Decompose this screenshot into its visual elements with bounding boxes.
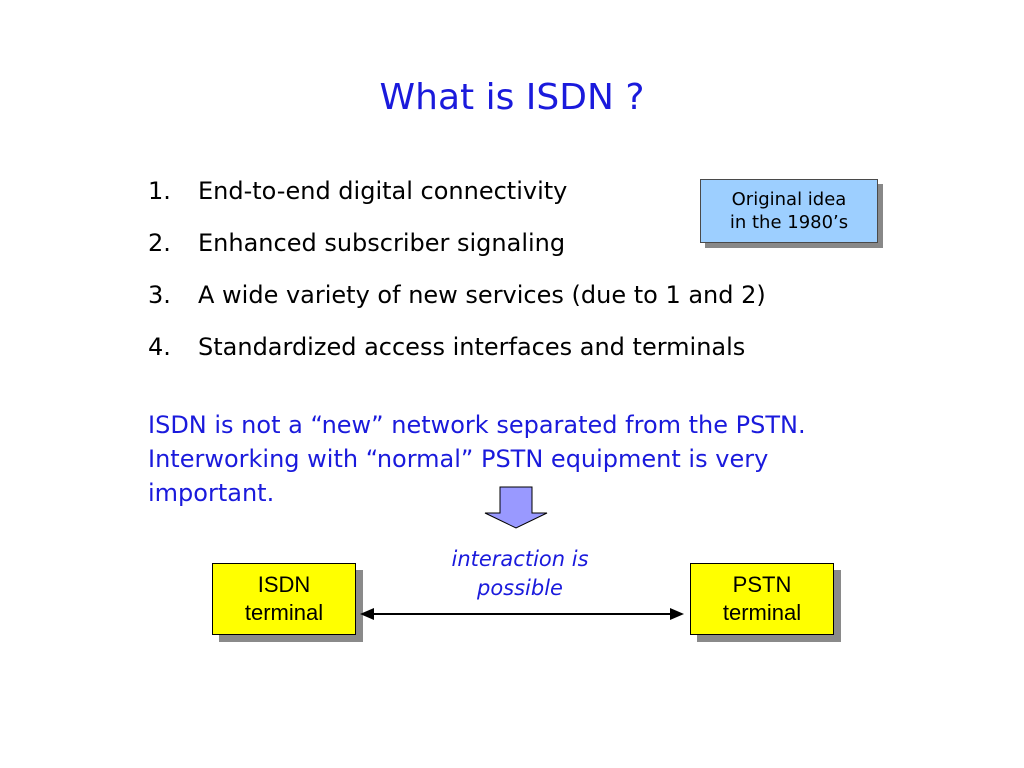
interaction-label: interaction is possible xyxy=(420,545,620,603)
list-item: 1. End-to-end digital connectivity xyxy=(148,176,766,228)
list-text: Standardized access interfaces and termi… xyxy=(198,333,746,361)
callout-line: Original idea xyxy=(731,189,847,210)
list-text: Enhanced subscriber signaling xyxy=(198,229,566,257)
note-line: ISDN is not a “new” network separated fr… xyxy=(148,411,806,439)
terminal-line: PSTN xyxy=(732,572,792,597)
list-item: 4. Standardized access interfaces and ter… xyxy=(148,332,766,384)
isdn-terminal-box: ISDN terminal xyxy=(212,563,356,635)
callout-line: in the 1980’s xyxy=(729,212,849,233)
note-line: important. xyxy=(148,479,275,507)
terminal-line: ISDN xyxy=(257,572,311,597)
note-line: Interworking with “normal” PSTN equipmen… xyxy=(148,445,769,473)
list-number: 2. xyxy=(148,229,171,257)
terminal-line: terminal xyxy=(244,600,324,625)
list-number: 3. xyxy=(148,281,171,309)
list-number: 4. xyxy=(148,333,171,361)
down-arrow-icon xyxy=(484,486,548,529)
list-number: 1. xyxy=(148,177,171,205)
origin-callout: Original idea in the 1980’s xyxy=(700,179,878,243)
interaction-line: interaction is xyxy=(451,547,589,571)
pstn-terminal-box: PSTN terminal xyxy=(690,563,834,635)
slide-title: What is ISDN ? xyxy=(379,77,645,118)
interaction-line: possible xyxy=(477,576,563,600)
list-item: 3. A wide variety of new services (due to… xyxy=(148,280,766,332)
double-arrow-icon xyxy=(360,608,684,620)
list-item: 2. Enhanced subscriber signaling xyxy=(148,228,766,280)
list-text: End-to-end digital connectivity xyxy=(198,177,568,205)
feature-list: 1. End-to-end digital connectivity 2. Enha… xyxy=(148,176,766,384)
terminal-line: terminal xyxy=(722,600,802,625)
list-text: A wide variety of new services (due to 1… xyxy=(198,281,766,309)
interworking-note: ISDN is not a “new” network separated fr… xyxy=(148,408,978,510)
